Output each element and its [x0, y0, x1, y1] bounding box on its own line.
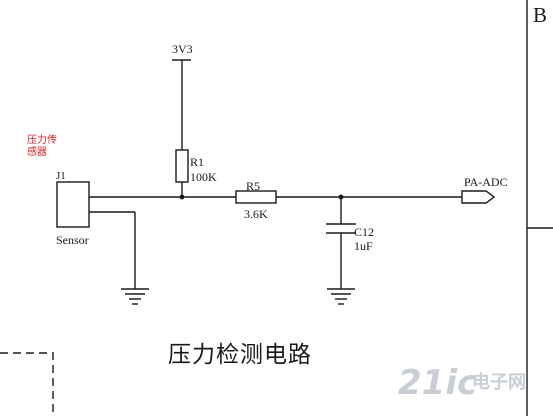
r5-value: 3.6K	[244, 207, 268, 221]
port-pa-adc-shape	[461, 190, 496, 204]
r5-ref: R5	[246, 179, 261, 193]
r1-value: 100K	[190, 170, 217, 184]
r1-ref: R1	[190, 155, 205, 169]
c12-value: 1uF	[354, 239, 373, 253]
power-label: 3V3	[172, 42, 193, 56]
watermark: 21ic 电子网	[398, 366, 548, 412]
watermark-brand: 21ic	[398, 363, 478, 403]
dashed-block-corner	[0, 352, 54, 416]
c12-ref: C12	[354, 225, 375, 239]
resistor-r1-body	[175, 149, 189, 183]
junction-r1	[179, 194, 185, 200]
watermark-site: 电子网	[472, 372, 526, 393]
sensor-note-line2: 感器	[27, 147, 47, 158]
sensor-note-line1: 压力传	[27, 135, 57, 146]
j1-name: Sensor	[56, 233, 89, 247]
diagram-title: 压力检测电路	[168, 342, 312, 368]
port-label: PA-ADC	[464, 175, 508, 189]
j1-ref: J1	[56, 170, 66, 182]
sheet-border-mark: B	[533, 3, 548, 27]
ground-symbol-j1	[121, 288, 149, 305]
connector-j1-body	[56, 181, 90, 228]
junction-c12	[338, 194, 344, 200]
ground-symbol-c12	[327, 288, 355, 305]
